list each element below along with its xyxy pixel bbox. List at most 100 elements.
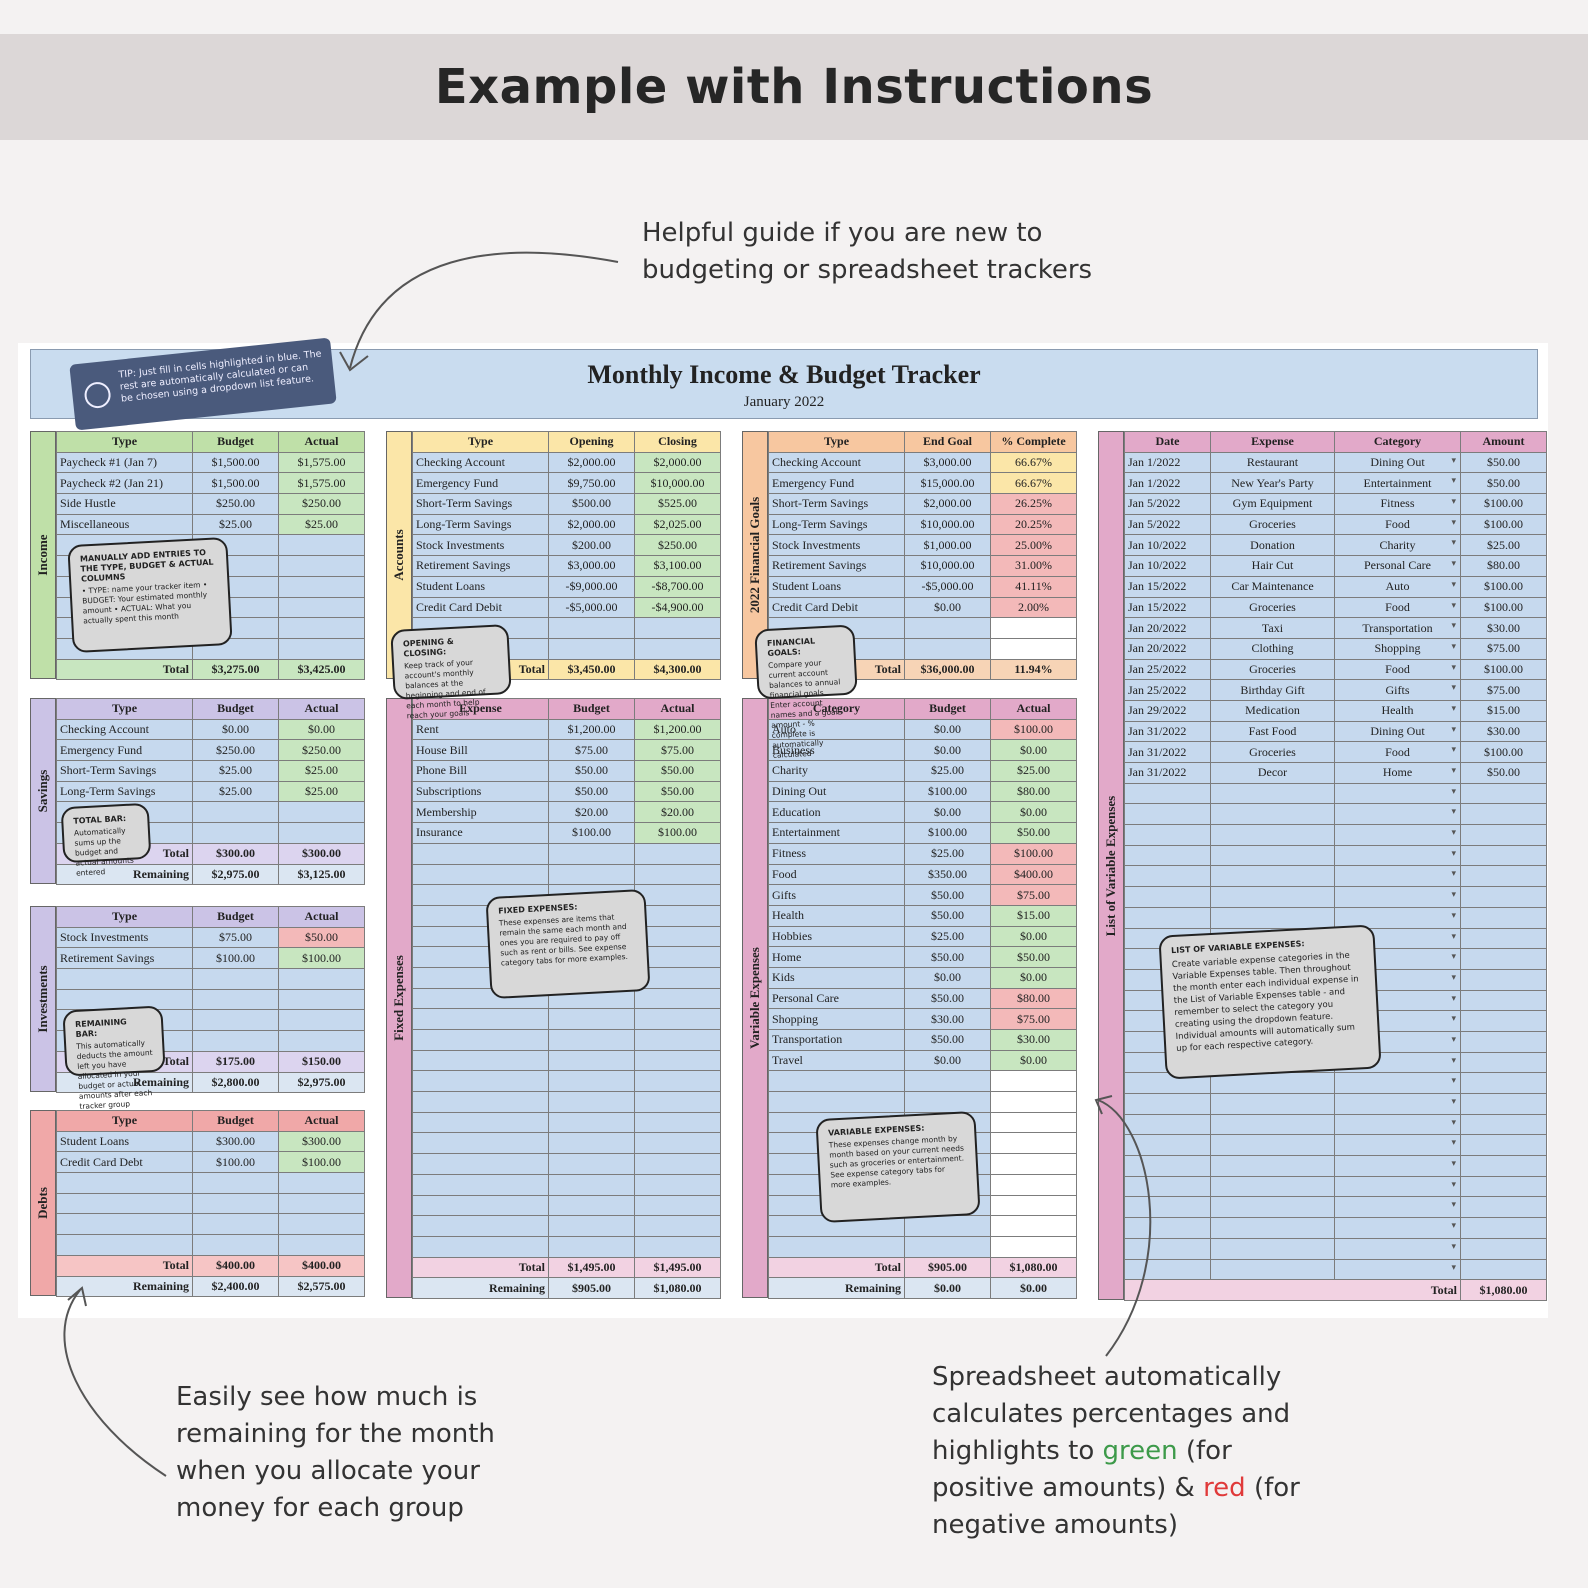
list-cell[interactable] xyxy=(1460,906,1547,929)
savings-cell[interactable] xyxy=(278,822,365,844)
dropdown-chevron-icon[interactable]: ▾ xyxy=(1451,1240,1456,1251)
debts-cell[interactable] xyxy=(278,1234,365,1256)
variable-cell[interactable]: $0.00 xyxy=(990,925,1077,948)
dropdown-chevron-icon[interactable]: ▾ xyxy=(1451,537,1456,548)
list-cell[interactable]: ▾ xyxy=(1334,1113,1461,1136)
dropdown-chevron-icon[interactable]: ▾ xyxy=(1451,992,1456,1003)
dropdown-chevron-icon[interactable]: ▾ xyxy=(1451,1220,1456,1231)
list-cell[interactable] xyxy=(1460,1093,1547,1115)
list-cell[interactable]: ▾Food xyxy=(1334,596,1461,619)
debts-cell[interactable]: Credit Card Debt xyxy=(56,1151,193,1174)
list-cell[interactable]: ▾ xyxy=(1334,865,1461,888)
dropdown-chevron-icon[interactable]: ▾ xyxy=(1451,889,1456,900)
fixed-cell[interactable]: Insurance xyxy=(412,822,549,844)
list-cell[interactable] xyxy=(1210,886,1335,908)
investments-cell[interactable]: Stock Investments xyxy=(56,926,193,949)
debts-cell[interactable]: $100.00 xyxy=(192,1151,279,1174)
list-cell[interactable]: Medication xyxy=(1210,699,1335,722)
list-cell[interactable] xyxy=(1460,968,1547,991)
accounts-cell[interactable]: Long-Term Savings xyxy=(412,513,549,536)
list-cell[interactable] xyxy=(1460,1258,1547,1281)
goals-cell[interactable]: 20.25% xyxy=(990,513,1077,536)
list-cell[interactable]: Groceries xyxy=(1210,596,1335,619)
list-cell[interactable] xyxy=(1124,844,1211,867)
fixed-cell[interactable] xyxy=(412,1194,549,1217)
savings-cell[interactable]: Checking Account xyxy=(56,718,193,741)
list-cell[interactable] xyxy=(1210,1134,1335,1157)
debts-cell[interactable] xyxy=(192,1234,279,1256)
goals-cell[interactable]: $10,000.00 xyxy=(904,555,991,577)
variable-cell[interactable]: Dining Out xyxy=(768,780,905,803)
goals-cell[interactable]: Retirement Savings xyxy=(768,555,905,577)
list-cell[interactable] xyxy=(1124,1258,1211,1281)
fixed-cell[interactable] xyxy=(548,1132,635,1155)
list-cell[interactable]: Jan 1/2022 xyxy=(1124,472,1211,495)
list-cell[interactable]: New Year's Party xyxy=(1210,472,1335,495)
list-cell[interactable] xyxy=(1210,1196,1335,1219)
list-cell[interactable]: ▾ xyxy=(1334,1258,1461,1281)
accounts-cell[interactable]: Short-Term Savings xyxy=(412,493,549,515)
list-cell[interactable]: Jan 20/2022 xyxy=(1124,617,1211,639)
accounts-cell[interactable]: $525.00 xyxy=(634,493,721,515)
accounts-cell[interactable] xyxy=(548,617,635,639)
list-cell[interactable]: ▾Personal Care xyxy=(1334,555,1461,577)
variable-cell[interactable]: $50.00 xyxy=(990,822,1077,844)
list-cell[interactable]: ▾ xyxy=(1334,844,1461,867)
variable-cell[interactable]: $30.00 xyxy=(990,1029,1077,1051)
list-cell[interactable]: ▾Entertainment xyxy=(1334,472,1461,495)
variable-cell[interactable]: $0.00 xyxy=(904,966,991,989)
list-cell[interactable] xyxy=(1124,803,1211,826)
dropdown-chevron-icon[interactable]: ▾ xyxy=(1451,1033,1456,1044)
list-cell[interactable] xyxy=(1210,1237,1335,1260)
list-cell[interactable]: $100.00 xyxy=(1460,575,1547,598)
list-cell[interactable] xyxy=(1210,1175,1335,1198)
list-cell[interactable] xyxy=(1210,906,1335,929)
list-cell[interactable] xyxy=(1124,1134,1211,1157)
fixed-cell[interactable]: $50.00 xyxy=(548,780,635,803)
income-cell[interactable]: Paycheck #2 (Jan 21) xyxy=(56,472,193,495)
list-cell[interactable]: $80.00 xyxy=(1460,555,1547,577)
goals-cell[interactable]: $3,000.00 xyxy=(904,451,991,474)
variable-cell[interactable]: $100.00 xyxy=(990,718,1077,741)
fixed-cell[interactable] xyxy=(634,966,721,989)
fixed-cell[interactable]: $100.00 xyxy=(548,822,635,844)
variable-cell[interactable]: $50.00 xyxy=(904,884,991,906)
dropdown-chevron-icon[interactable]: ▾ xyxy=(1451,1054,1456,1065)
list-cell[interactable]: Jan 5/2022 xyxy=(1124,513,1211,536)
list-cell[interactable] xyxy=(1460,1237,1547,1260)
list-cell[interactable] xyxy=(1210,1217,1335,1239)
fixed-cell[interactable] xyxy=(412,1111,549,1134)
list-cell[interactable]: $100.00 xyxy=(1460,513,1547,536)
variable-cell[interactable] xyxy=(990,1111,1077,1134)
variable-cell[interactable] xyxy=(990,1173,1077,1196)
goals-cell[interactable]: Checking Account xyxy=(768,451,905,474)
list-cell[interactable]: $50.00 xyxy=(1460,762,1547,784)
fixed-cell[interactable] xyxy=(548,1008,635,1030)
income-cell[interactable]: $1,500.00 xyxy=(192,451,279,474)
fixed-cell[interactable] xyxy=(412,1070,549,1093)
variable-cell[interactable]: $75.00 xyxy=(990,884,1077,906)
list-cell[interactable]: ▾Food xyxy=(1334,741,1461,763)
fixed-cell[interactable] xyxy=(634,1153,721,1175)
goals-cell[interactable] xyxy=(990,617,1077,639)
list-cell[interactable]: Jan 29/2022 xyxy=(1124,699,1211,722)
variable-cell[interactable] xyxy=(990,1070,1077,1093)
fixed-cell[interactable] xyxy=(634,863,721,886)
accounts-cell[interactable]: $2,000.00 xyxy=(634,451,721,474)
list-cell[interactable] xyxy=(1210,844,1335,867)
income-cell[interactable]: $1,575.00 xyxy=(278,451,365,474)
fixed-cell[interactable] xyxy=(634,1173,721,1196)
list-cell[interactable] xyxy=(1460,824,1547,846)
income-cell[interactable]: $250.00 xyxy=(278,493,365,515)
fixed-cell[interactable] xyxy=(412,842,549,865)
debts-cell[interactable] xyxy=(56,1192,193,1215)
list-cell[interactable] xyxy=(1124,824,1211,846)
variable-cell[interactable]: $50.00 xyxy=(904,987,991,1010)
fixed-cell[interactable] xyxy=(634,1132,721,1155)
savings-cell[interactable]: $25.00 xyxy=(192,760,279,782)
fixed-cell[interactable] xyxy=(634,884,721,906)
list-cell[interactable]: Jan 25/2022 xyxy=(1124,679,1211,701)
accounts-cell[interactable]: Retirement Savings xyxy=(412,555,549,577)
debts-cell[interactable]: $300.00 xyxy=(192,1130,279,1153)
goals-cell[interactable]: Long-Term Savings xyxy=(768,513,905,536)
